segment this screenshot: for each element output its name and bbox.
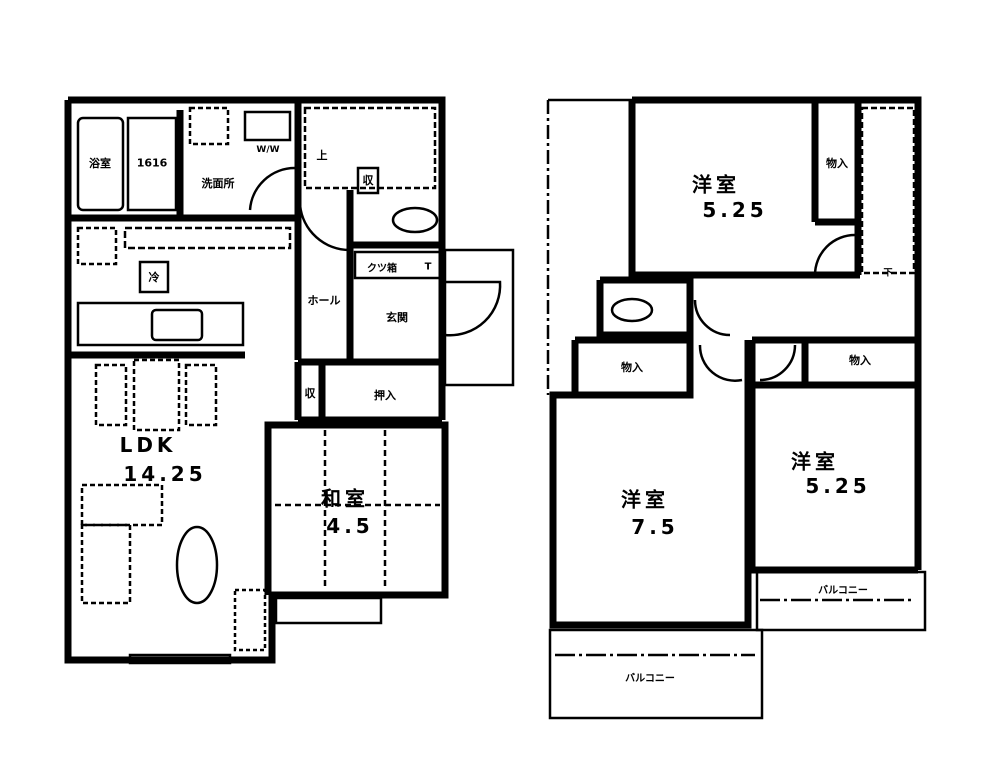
room1-closet-label: 物入: [826, 157, 848, 170]
room3-name: 洋室: [791, 449, 839, 474]
balcony-bottom-label: バルコニー: [625, 673, 675, 685]
fridge-label: 冷: [148, 271, 160, 284]
washitsu-name: 和室: [321, 486, 369, 511]
closet-label: 押入: [374, 389, 396, 402]
bath-label: 浴室: [89, 157, 111, 170]
closet-left-label: 物入: [621, 361, 643, 374]
entrance-label: 玄関: [386, 311, 408, 324]
storage-small-label: 収: [362, 174, 374, 187]
shoe-box-t-label: T: [424, 261, 432, 273]
storage-label: 収: [304, 387, 316, 400]
hall-label: ホール: [307, 294, 341, 307]
shoe-box-label: クツ箱: [367, 263, 397, 275]
stairs-down-label: 下: [883, 268, 893, 279]
floor2-fixtures: [546, 98, 927, 720]
room2-size: 7.5: [631, 515, 679, 539]
stairs-up-label: 上: [316, 149, 328, 162]
floor1-walls: [64, 96, 449, 664]
room2-name: 洋室: [621, 487, 669, 512]
ldk-size: 14.25: [123, 462, 207, 486]
ldk-name: LDK: [119, 433, 177, 457]
closet-right-label: 物入: [849, 354, 871, 367]
washroom-label: 洗面所: [201, 177, 235, 190]
balcony-right-label: バルコニー: [818, 585, 868, 597]
room1-size: 5.25: [702, 198, 768, 222]
floor2-walls: [549, 96, 922, 629]
floor1-fixtures: [76, 106, 515, 665]
washer-label: W/W: [256, 145, 280, 155]
room3-size: 5.25: [805, 474, 871, 498]
bath-size-label: 1616: [136, 156, 168, 170]
washitsu-size: 4.5: [326, 514, 374, 538]
room1-name: 洋室: [692, 172, 740, 197]
